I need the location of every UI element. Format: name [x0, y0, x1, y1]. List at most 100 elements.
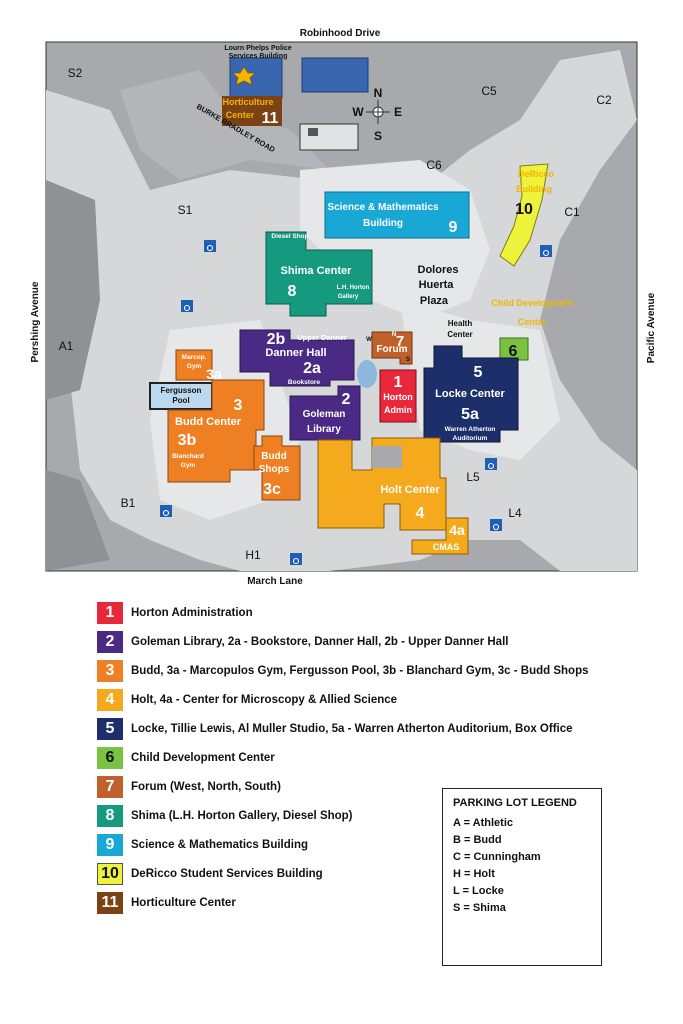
horton-number: 1	[394, 374, 403, 391]
holt-center-building[interactable]	[317, 437, 447, 531]
cmas-building[interactable]	[411, 517, 469, 555]
dericco-label-1: DeRicco	[518, 169, 555, 179]
legend-badge-7: 7	[97, 776, 123, 798]
danner-label: Danner Hall	[265, 347, 326, 359]
upper-danner-label: Upper Danner	[297, 333, 347, 342]
lot-h1: H1	[245, 548, 261, 562]
compass-n: N	[374, 86, 383, 100]
legend-text-1: Horton Administration	[131, 607, 253, 619]
lot-s2: S2	[68, 66, 83, 80]
lot-l4: L4	[508, 506, 522, 520]
budd-sub-number: 3b	[178, 432, 197, 449]
parking-legend-item-b: B = Budd	[453, 834, 502, 846]
legend-badge-11: 11	[97, 892, 123, 914]
fergusson-label-2: Pool	[172, 396, 189, 405]
diesel-shop-label: Diesel Shop	[271, 233, 308, 240]
holt-number: 4	[416, 505, 425, 522]
legend-text-8: Shima (L.H. Horton Gallery, Diesel Shop)	[131, 810, 353, 822]
science-label-2: Building	[363, 218, 403, 229]
fergusson-pool[interactable]	[149, 382, 213, 410]
legend-text-11: Horticulture Center	[131, 897, 236, 909]
police-building-label-1: Lourn Phelps Police	[224, 45, 291, 52]
shima-number: 8	[288, 283, 297, 300]
legend-text-4: Holt, 4a - Center for Microscopy & Allie…	[131, 694, 398, 706]
budd-number: 3	[234, 397, 243, 414]
legend-row-4: 4 Holt, 4a - Center for Microscopy & Alli…	[97, 689, 397, 711]
science-math-building[interactable]	[324, 191, 470, 239]
forum-building[interactable]	[371, 331, 413, 365]
science-number: 9	[449, 219, 458, 236]
legend-row-1: 1 Horton Administration	[97, 602, 253, 624]
legend-text-6: Child Development Center	[131, 752, 275, 764]
legend-badge-4: 4	[97, 689, 123, 711]
pond	[357, 360, 377, 388]
horticulture-building[interactable]	[222, 96, 282, 126]
shima-building[interactable]	[265, 231, 373, 317]
danner-hall-building[interactable]	[239, 329, 355, 387]
budd-shops-label-1: Budd	[261, 451, 287, 462]
lot-a1: A1	[59, 339, 74, 353]
horticulture-label-2: Center	[226, 110, 255, 120]
parking-legend-title: PARKING LOT LEGEND	[453, 797, 577, 809]
locke-label: Locke Center	[435, 388, 505, 400]
street-pacific-avenue: Pacific Avenue	[646, 292, 657, 363]
budd-label: Budd Center	[175, 416, 242, 428]
health-label-2: Center	[447, 330, 472, 339]
lot-c2: C2	[596, 93, 612, 107]
legend-row-11: 11 Horticulture Center	[97, 892, 236, 914]
forum-number: 7	[396, 333, 404, 350]
locke-center-building[interactable]	[423, 345, 519, 443]
police-badge-icon	[232, 66, 256, 86]
cmas-number: 4a	[449, 522, 465, 538]
marcop-gym-building[interactable]	[175, 349, 213, 381]
compass-w: W	[352, 105, 364, 119]
budd-center-building[interactable]	[167, 379, 265, 483]
holt-label: Holt Center	[380, 484, 440, 496]
grey-building-small	[299, 123, 359, 151]
legend-text-10: DeRicco Student Services Building	[131, 868, 323, 880]
locke-number: 5	[474, 364, 483, 381]
legend-text-2: Goleman Library, 2a - Bookstore, Danner …	[131, 636, 509, 648]
marcop-label-2: Gym	[187, 363, 202, 370]
child-dev-label-2: Center	[518, 317, 547, 327]
warren-label-2: Auditorium	[453, 435, 488, 442]
street-march-lane: March Lane	[247, 576, 303, 587]
dericco-building[interactable]	[499, 163, 549, 267]
goleman-library-building[interactable]	[289, 385, 361, 441]
blanchard-label-2: Gym	[181, 462, 196, 469]
legend-badge-1: 1	[97, 602, 123, 624]
legend-text-5: Locke, Tillie Lewis, Al Muller Studio, 5…	[131, 723, 573, 735]
grey-building-detail	[308, 128, 318, 136]
legend-badge-6: 6	[97, 747, 123, 769]
street-pershing-avenue: Pershing Avenue	[30, 281, 41, 362]
danner-number: 2a	[303, 360, 321, 377]
legend-row-6: 6 Child Development Center	[97, 747, 275, 769]
parking-legend-item-h: H = Holt	[453, 868, 495, 880]
horticulture-number: 11	[262, 110, 279, 127]
blue-lot-2	[301, 57, 369, 93]
marcop-number: 3a	[206, 366, 222, 382]
compass-e: E	[394, 105, 402, 119]
holt-courtyard	[372, 446, 402, 468]
health-label-1: Health	[448, 319, 473, 328]
gallery-label-1: L.H. Horton	[337, 285, 370, 291]
plaza-label-1: Dolores	[418, 264, 459, 276]
plaza-label-3: Plaza	[420, 295, 449, 307]
lot-c5: C5	[481, 84, 497, 98]
horton-admin-building[interactable]	[379, 369, 417, 423]
lot-c6: C6	[426, 158, 442, 172]
parking-legend-item-l: L = Locke	[453, 885, 504, 897]
parking-lot-legend: PARKING LOT LEGEND A = Athletic B = Budd…	[442, 788, 602, 966]
budd-shops-building[interactable]	[253, 435, 301, 501]
forum-label: Forum	[376, 344, 407, 355]
goleman-label-2: Library	[307, 424, 341, 435]
lot-b1: B1	[121, 496, 136, 510]
dericco-number: 10	[515, 201, 533, 218]
horticulture-label-1: Horticulture	[222, 97, 273, 107]
forum-n-label: N	[392, 332, 396, 338]
science-label-1: Science & Mathematics	[327, 202, 439, 213]
